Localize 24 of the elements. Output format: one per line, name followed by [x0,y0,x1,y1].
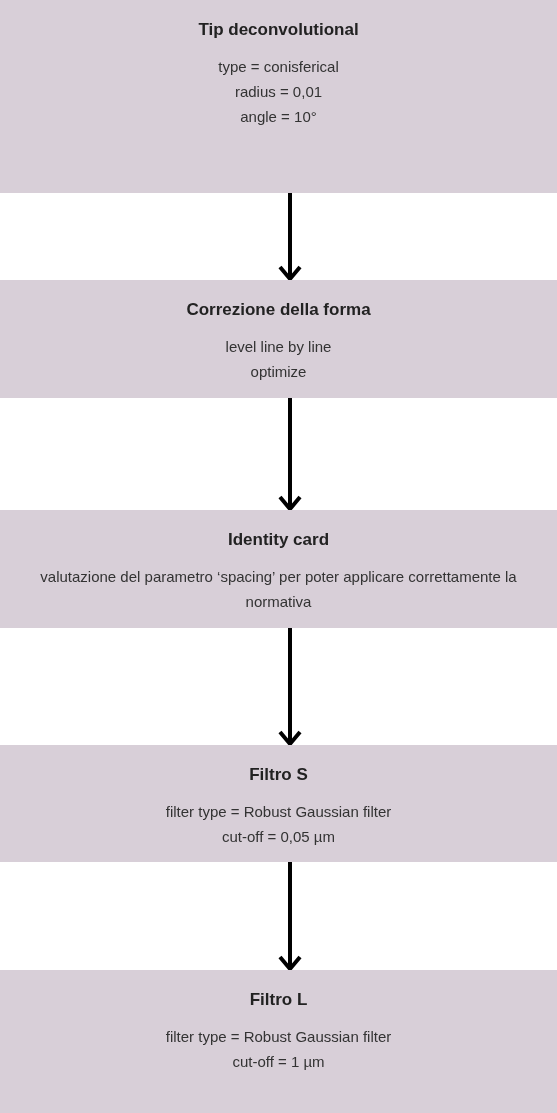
arrow [278,862,302,971]
box-title: Correzione della forma [186,300,371,320]
process-box [0,0,557,193]
box-title: Filtro L [249,990,308,1010]
box-text: radius = 0,01 [233,82,324,102]
process-box [0,510,557,628]
box-text: level line by line [224,337,333,357]
box-text: cut-off = 0,05 µm [221,827,336,847]
box-text: angle = 10° [239,107,318,127]
arrow [278,628,302,746]
box-text: filter type = Robust Gaussian filter [164,1027,393,1047]
box-title: Tip deconvolutional [198,20,359,40]
box-text: cut-off = 1 µm [231,1052,326,1072]
box-title: Filtro S [249,765,308,785]
box-text: type = conisferical [217,57,340,77]
arrow [278,193,302,281]
box-title: Identity card [227,530,330,550]
process-box [0,970,557,1113]
arrow [278,398,302,511]
box-text: optimize [249,362,308,382]
box-text: valutazione del parametro ‘spacing’ per poter applicare correttamente la normativa [39,567,518,612]
process-box [0,745,557,862]
process-box [0,280,557,398]
box-text: filter type = Robust Gaussian filter [164,802,393,822]
